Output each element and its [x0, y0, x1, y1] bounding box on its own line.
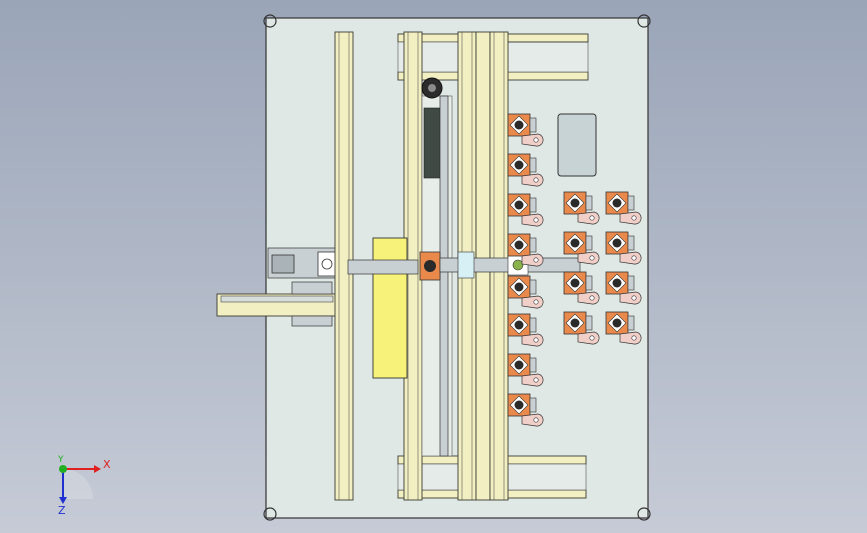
cylinder-column-c — [605, 191, 642, 345]
triad-z-label: Z — [58, 504, 66, 517]
cylinder-unit — [563, 271, 600, 305]
cylinder-unit — [507, 353, 544, 387]
triad-y-axis-dot — [59, 465, 67, 473]
left-side-assembly — [216, 247, 339, 327]
cylinder-unit — [507, 233, 544, 267]
cylinder-unit — [563, 231, 600, 265]
cylinder-unit — [563, 191, 600, 225]
coordinate-triad[interactable] — [59, 465, 101, 504]
plate-cutout — [557, 113, 597, 177]
cylinder-unit — [507, 193, 544, 227]
cylinder-unit — [605, 191, 642, 225]
triad-x-label: X — [103, 458, 111, 471]
cylinder-column-a — [507, 113, 544, 427]
triad-shadow — [63, 469, 93, 499]
cylinder-column-b — [563, 191, 600, 345]
triad-x-arrow — [94, 465, 101, 473]
cylinder-unit — [507, 153, 544, 187]
triad-y-label: Y — [58, 455, 64, 465]
cylinder-unit — [507, 275, 544, 309]
yellow-carriage-block — [347, 237, 581, 379]
cylinder-unit — [605, 311, 642, 345]
cylinder-unit — [563, 311, 600, 345]
cylinder-unit — [507, 113, 544, 147]
cylinder-unit — [507, 313, 544, 347]
cylinder-unit — [507, 393, 544, 427]
cylinder-unit — [605, 231, 642, 265]
cylinder-unit — [605, 271, 642, 305]
triad-z-arrow — [59, 497, 67, 504]
servo-motor — [421, 77, 443, 99]
